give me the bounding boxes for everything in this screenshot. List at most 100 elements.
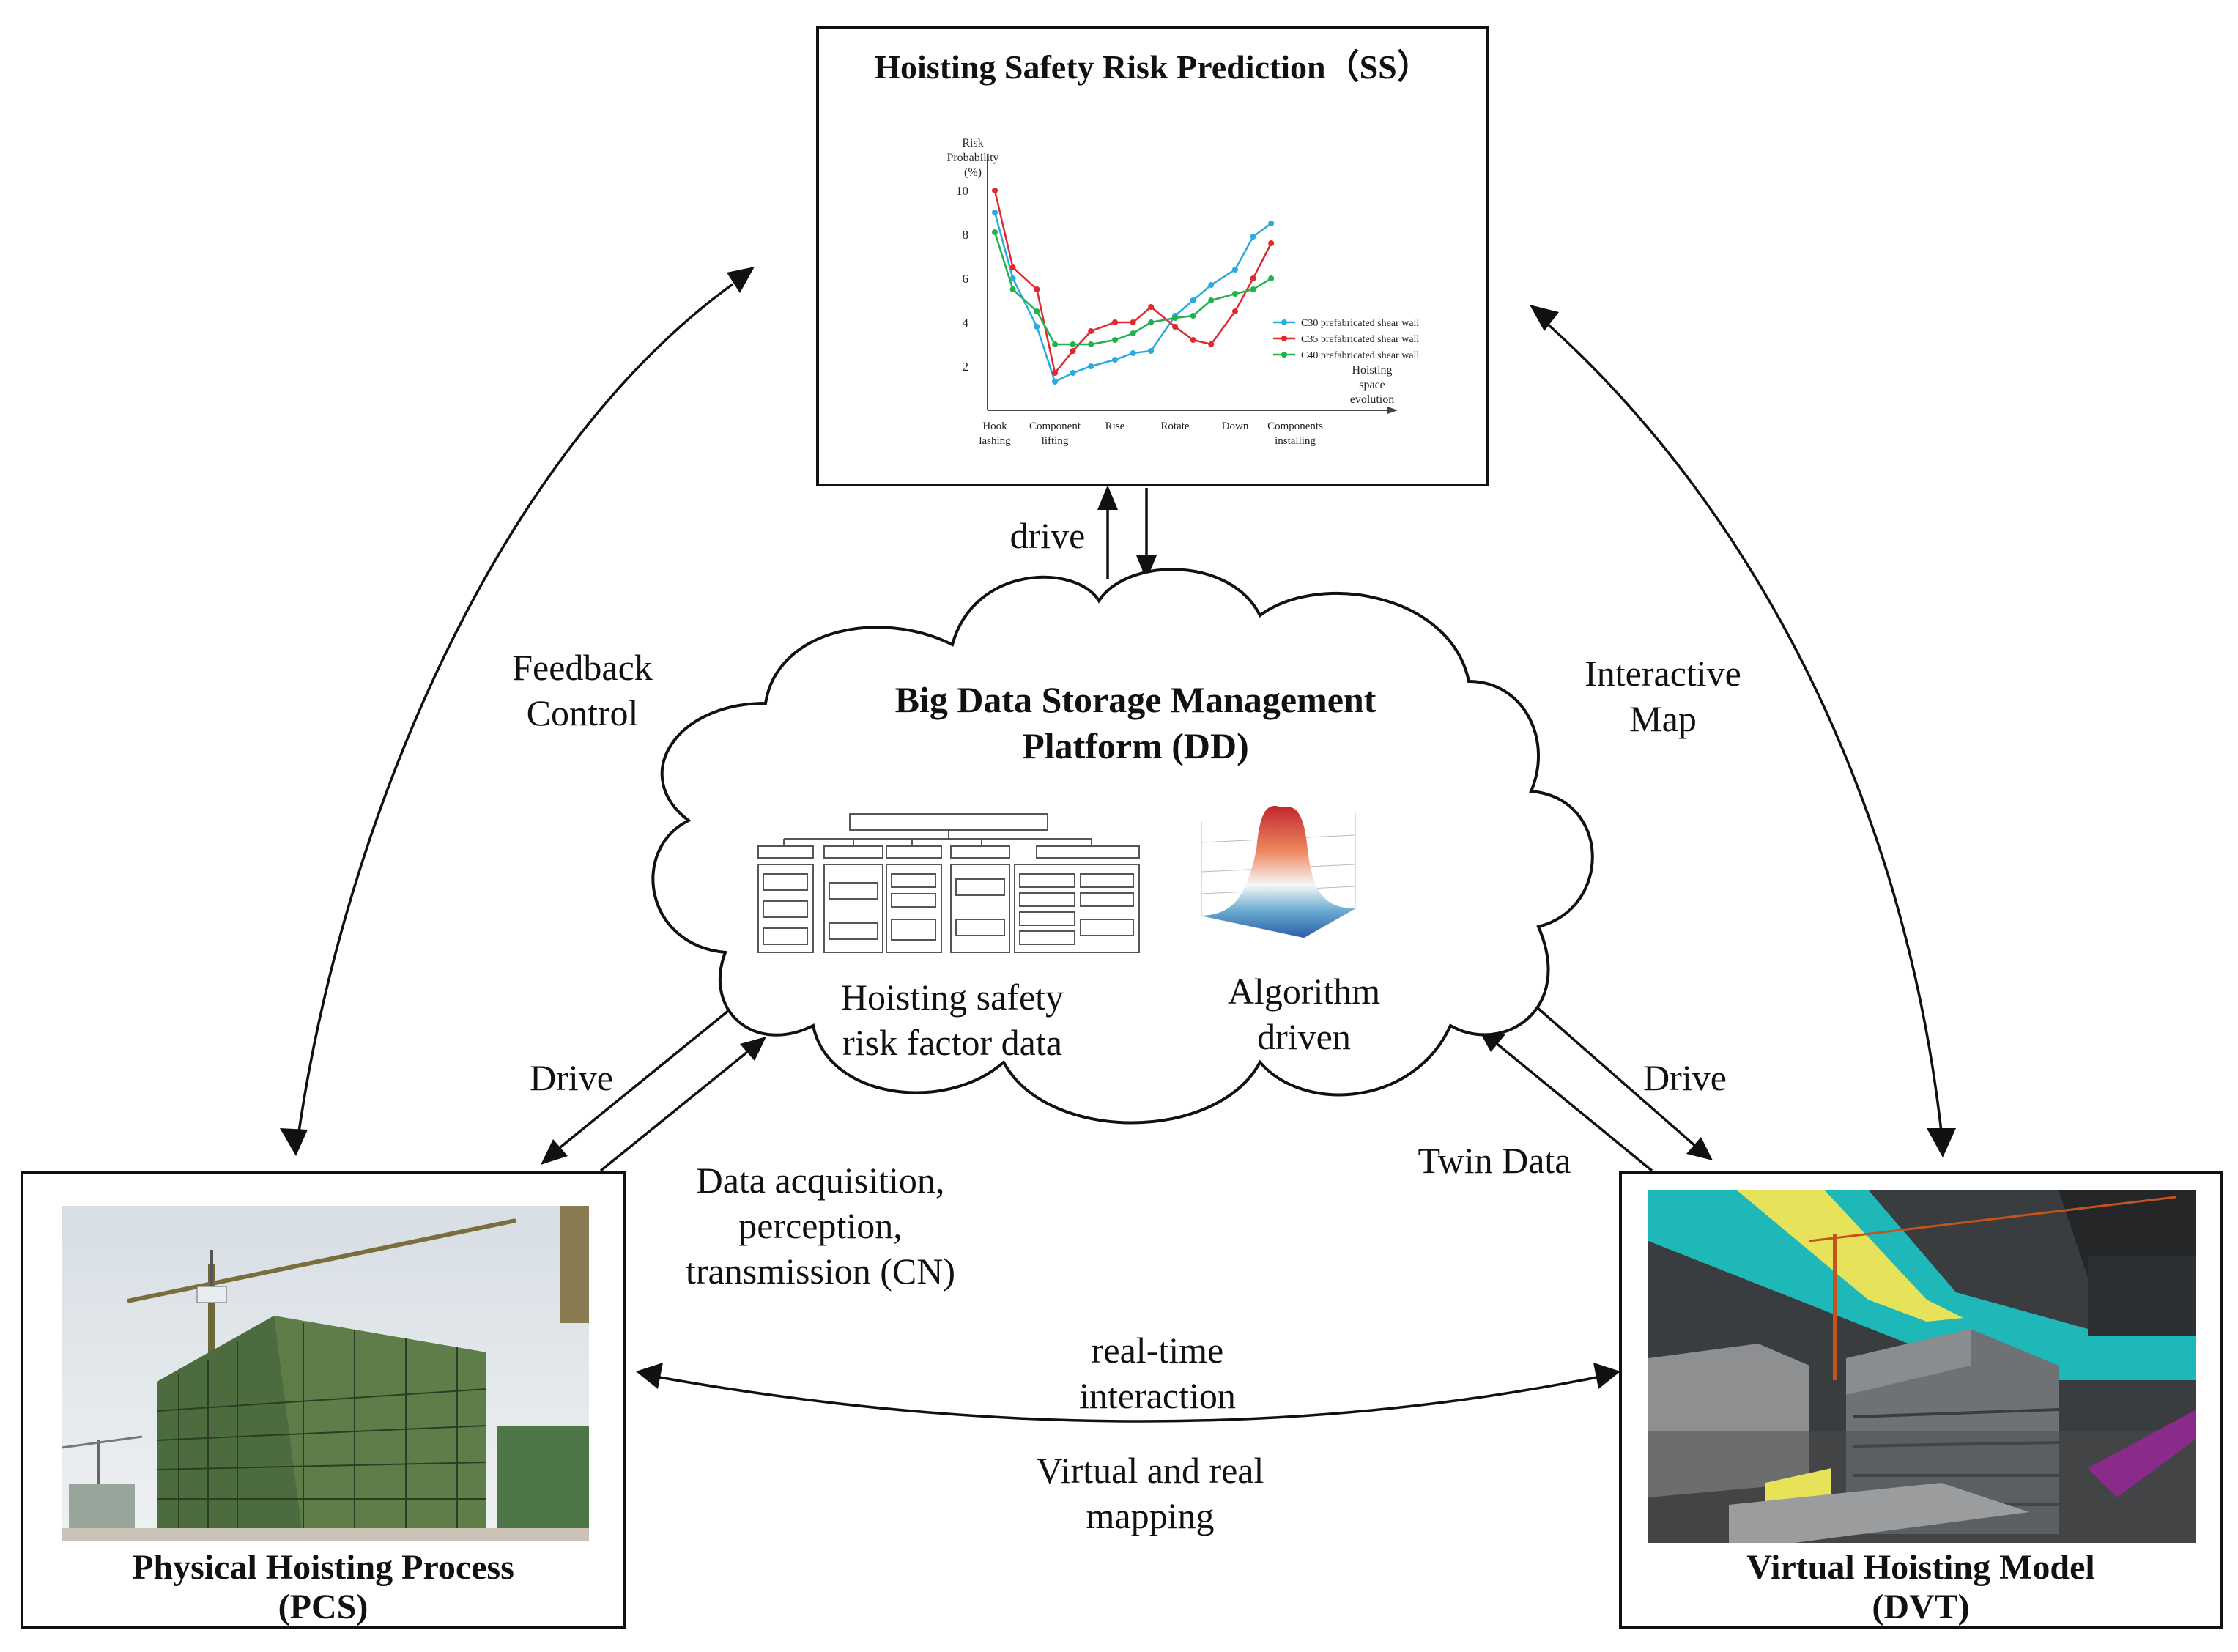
mapping-label-line1: Virtual and real (1036, 1450, 1264, 1491)
drive-left-label: Drive (530, 1057, 613, 1098)
risk-factor-hierarchy-image (757, 813, 1140, 953)
pcs-title-line1: Physical Hoisting Process (132, 1548, 514, 1587)
chart-point (1190, 337, 1196, 343)
construction-site-photo (62, 1206, 589, 1541)
mapping-label-line2: mapping (1086, 1495, 1215, 1536)
chart-point (1172, 324, 1178, 330)
algo-label-line2: driven (1257, 1016, 1351, 1057)
acquisition-label-line1: Data acquisition, (696, 1160, 945, 1201)
chart-point (1034, 308, 1040, 314)
chart-ylabel: (%) (964, 166, 982, 179)
legend-swatch-dot (1281, 352, 1287, 358)
chart-ytick-label: 10 (956, 184, 968, 198)
chart-point (1268, 240, 1275, 246)
arrowhead (541, 1139, 568, 1165)
interactive-label-line2: Map (1629, 698, 1697, 739)
virtual-model-render (1648, 1190, 2196, 1543)
pcs-box: Physical Hoisting Process (PCS) (21, 1171, 626, 1629)
chart-point (1172, 315, 1178, 321)
drive-right-label: Drive (1643, 1057, 1727, 1098)
twin-data-arrow (1493, 1040, 1653, 1172)
ss-box: Hoisting Safety Risk Prediction（SS） Risk… (816, 26, 1489, 486)
chart-point (1148, 304, 1155, 310)
arrowhead (636, 1363, 663, 1389)
chart-xtick-label: Rotate (1160, 421, 1189, 432)
dvt-title-line2: (DVT) (1872, 1588, 1970, 1626)
realtime-label-line2: interaction (1079, 1375, 1236, 1416)
legend-swatch-dot (1281, 319, 1287, 325)
chart-xtick-label: Hook (982, 421, 1007, 432)
chart-xlabel: evolution (1350, 393, 1394, 406)
chart-xtick-label: Rise (1105, 421, 1125, 432)
chart-ytick-label: 8 (963, 228, 969, 242)
chart-xtick-label: installing (1275, 435, 1316, 447)
chart-point (1112, 357, 1118, 363)
feedback-label-line1: Feedback (512, 647, 653, 688)
chart-point (1250, 234, 1256, 240)
realtime-label-line1: real-time (1091, 1330, 1224, 1371)
chart-x-arrow (1387, 407, 1398, 414)
chart-point (1052, 379, 1058, 385)
arrowhead (1097, 485, 1118, 510)
drive-right-arrow (1530, 1001, 1697, 1148)
chart-point (1034, 286, 1040, 292)
chart-point (1070, 348, 1076, 354)
legend-label: C30 prefabricated shear wall (1301, 318, 1419, 329)
chart-point (992, 210, 998, 215)
chart-point (1232, 267, 1238, 273)
cloud-title-line2: Platform (DD) (1022, 725, 1249, 766)
chart-point (992, 229, 998, 235)
chart-point (1268, 275, 1275, 281)
chart-xtick-label: lashing (979, 435, 1011, 447)
chart-point (1208, 297, 1215, 303)
chart-point (1034, 324, 1040, 330)
chart-point (1208, 282, 1215, 288)
interactive-label-line1: Interactive (1585, 653, 1741, 694)
arrowhead (1593, 1363, 1620, 1389)
chart-point (1052, 341, 1058, 347)
real-time-interaction-arrow (659, 1376, 1598, 1423)
legend-swatch-dot (1281, 336, 1287, 341)
chart-point (1130, 350, 1136, 356)
chart-point (1250, 275, 1256, 281)
chart-point (992, 188, 998, 193)
dvt-title-line1: Virtual Hoisting Model (1746, 1548, 2095, 1587)
arrowhead (1530, 305, 1559, 331)
acquisition-label-line2: perception, (738, 1205, 903, 1246)
factor-label-line2: risk factor data (842, 1022, 1062, 1063)
chart-ytick-label: 4 (963, 316, 969, 330)
pcs-title-line2: (PCS) (278, 1588, 368, 1626)
chart-xlabel: space (1359, 379, 1385, 391)
feedback-label-line2: Control (526, 692, 639, 733)
chart-ytick-label: 6 (963, 272, 969, 286)
chart-point (1268, 221, 1275, 226)
legend-label: C40 prefabricated shear wall (1301, 350, 1419, 361)
legend-label: C35 prefabricated shear wall (1301, 334, 1419, 345)
arrowhead (727, 267, 755, 293)
arrowhead (1927, 1128, 1956, 1157)
chart-point (1070, 370, 1076, 376)
algorithm-surface-image (1201, 806, 1356, 938)
algo-label-line1: Algorithm (1227, 971, 1381, 1012)
arrowhead (740, 1037, 766, 1061)
chart-point (1232, 291, 1238, 297)
factor-label-line1: Hoisting safety (840, 977, 1064, 1018)
chart-point (1088, 328, 1094, 334)
chart-xtick-label: lifting (1042, 435, 1069, 447)
chart-point (1190, 297, 1196, 303)
chart-point (1232, 308, 1238, 314)
chart-point (1130, 330, 1136, 336)
arrowhead (280, 1128, 308, 1156)
arrowhead (1686, 1137, 1713, 1160)
chart-ylabel: Probability (946, 152, 998, 164)
feedback-control-arrow (297, 283, 734, 1133)
chart-xtick-label: Component (1029, 421, 1081, 432)
chart-point (1148, 319, 1155, 325)
chart-ytick-label: 2 (963, 360, 969, 374)
chart-point (1009, 286, 1016, 292)
acquisition-label-line3: transmission (CN) (685, 1251, 956, 1292)
cloud-title-line1: Big Data Storage Management (894, 679, 1376, 720)
chart-ylabel: Risk (962, 137, 983, 149)
